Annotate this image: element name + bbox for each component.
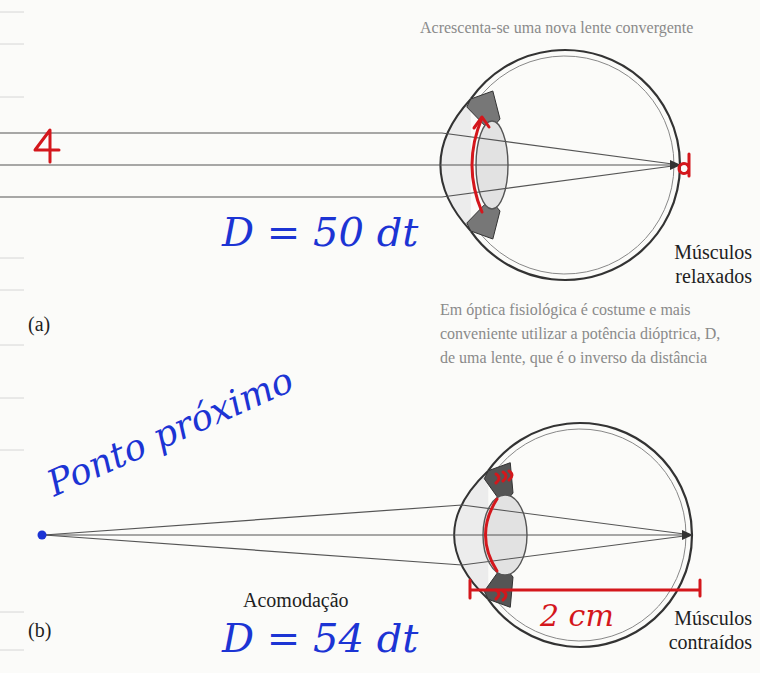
background-text: conveniente utilizar a potência dióptric… [440,324,720,343]
power-note: D = 50 dt [222,208,418,256]
ruled-line [0,97,24,98]
red-annotation [474,117,489,128]
focus-arrowhead [682,530,693,540]
ruled-line [0,12,24,13]
label-anchor: conveniente utilizar a potência dióptric… [440,324,720,343]
background-text: Acrescenta-se uma nova lente convergente [420,18,693,37]
background-text: de uma lente, que é o inverso da distânc… [440,348,707,367]
ruled-line [0,345,24,346]
caption-text: Músculos contraídos [644,606,752,654]
light-ray [44,535,692,565]
light-ray [44,534,692,535]
label-anchor: Músculos contraídos [644,606,752,654]
label-anchor: (a) [28,312,50,336]
caption-text: Acomodação [243,588,349,612]
caption-text: Músculos relaxados [648,240,752,288]
label-anchor: D = 54 dt [222,614,418,662]
red-annotation [679,154,689,176]
near-point-note: Ponto próximo [40,358,299,505]
red-annotation [470,580,700,598]
ruled-line [0,612,24,613]
ruled-lines [0,12,24,650]
panel-letter: (a) [28,312,50,336]
power-note: D = 54 dt [222,614,418,662]
red-annotation [35,130,59,162]
label-anchor: 2 cm [540,598,614,634]
ruled-line [0,258,24,259]
eye-relaxed [0,50,681,280]
ruled-line [0,44,24,45]
light-rays [44,505,692,565]
label-anchor: Em óptica fisiológica é costume e mais [440,300,691,319]
red-annotation [486,499,498,571]
light-ray [44,505,692,535]
dimension-note: 2 cm [540,598,614,634]
red-annotation [496,471,512,483]
ruled-line [0,398,24,399]
light-ray [0,165,680,197]
background-text: Em óptica fisiológica é costume e mais [440,300,691,319]
label-anchor: Acomodação [243,588,349,612]
label-anchor: D = 50 dt [222,208,418,256]
label-anchor: Ponto próximo [58,462,323,505]
label-anchor: (b) [28,618,51,642]
panel-letter: (b) [28,618,51,642]
label-anchor: Músculos relaxados [648,240,752,288]
ruled-line [0,650,24,651]
label-anchor: de uma lente, que é o inverso da distânc… [440,348,707,367]
red-annotation [472,118,482,212]
ruled-line [0,450,24,451]
light-ray [0,133,680,165]
light-rays [0,133,680,197]
near-point-dot [38,531,47,540]
label-anchor: Acrescenta-se uma nova lente convergente [420,18,693,37]
light-ray [0,164,680,165]
ruled-line [0,290,24,291]
